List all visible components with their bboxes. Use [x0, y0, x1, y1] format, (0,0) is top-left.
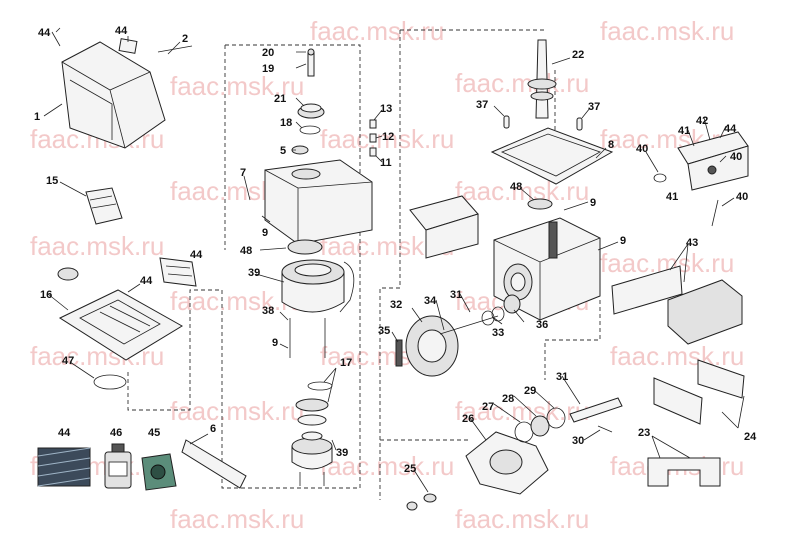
part-mesh [37, 447, 91, 487]
label-44: 44 [58, 427, 71, 439]
label-24: 24 [744, 431, 757, 443]
label-26: 26 [462, 413, 474, 425]
label-7: 7 [240, 167, 246, 179]
label-38: 38 [262, 305, 274, 317]
label-17: 17 [340, 357, 352, 369]
label-29: 29 [524, 385, 536, 397]
label-43: 43 [686, 237, 698, 249]
part-bracket-bar [181, 439, 247, 489]
label-22: 22 [572, 49, 584, 61]
part-labels: 44 44 2 1 15 44 44 16 47 44 46 45 6 20 1… [34, 25, 757, 475]
watermark: faac.msk.ru [30, 231, 164, 261]
watermark: faac.msk.ru [170, 504, 304, 534]
label-37: 37 [476, 99, 488, 111]
label-28: 28 [502, 393, 514, 405]
part-oil-bottle [104, 443, 132, 489]
label-27: 27 [482, 401, 494, 413]
part-board [85, 187, 123, 225]
label-21: 21 [274, 93, 286, 105]
label-9: 9 [262, 227, 268, 239]
label-34: 34 [424, 295, 437, 307]
watermark: faac.msk.ru [170, 396, 304, 426]
watermark: faac.msk.ru [455, 176, 589, 206]
label-20: 20 [262, 47, 274, 59]
label-40: 40 [736, 191, 748, 203]
label-44: 44 [724, 123, 737, 135]
label-16: 16 [40, 289, 52, 301]
label-41: 41 [678, 125, 690, 137]
watermark: faac.msk.ru [320, 124, 454, 154]
label-11: 11 [380, 157, 392, 169]
part-cover [61, 41, 166, 149]
part-center-column [264, 48, 377, 486]
part-grease-pack [141, 453, 177, 491]
label-44: 44 [140, 275, 153, 287]
label-37: 37 [588, 101, 600, 113]
part-connector [159, 257, 197, 287]
label-12: 12 [382, 131, 394, 143]
label-48: 48 [240, 245, 252, 257]
label-44: 44 [38, 27, 51, 39]
label-39: 39 [336, 447, 348, 459]
watermark: faac.msk.ru [610, 341, 744, 371]
part-gasket-ring [93, 374, 127, 390]
label-31: 31 [556, 371, 568, 383]
part-plate [118, 38, 138, 54]
label-40: 40 [730, 151, 742, 163]
label-33: 33 [492, 327, 504, 339]
label-25: 25 [404, 463, 416, 475]
label-36: 36 [536, 319, 548, 331]
label-35: 35 [378, 325, 390, 337]
label-46: 46 [110, 427, 122, 439]
label-5: 5 [280, 145, 286, 157]
label-40: 40 [636, 143, 648, 155]
label-19: 19 [262, 63, 274, 75]
watermark: faac.msk.ru [455, 396, 589, 426]
label-39: 39 [248, 267, 260, 279]
label-45: 45 [148, 427, 160, 439]
watermark: faac.msk.ru [170, 71, 304, 101]
label-30: 30 [572, 435, 584, 447]
watermark: faac.msk.ru [600, 16, 734, 46]
label-18: 18 [280, 117, 292, 129]
label-2: 2 [182, 33, 188, 45]
label-32: 32 [390, 299, 402, 311]
part-cap [57, 267, 79, 281]
label-1: 1 [34, 111, 40, 123]
label-44: 44 [115, 25, 128, 37]
label-9: 9 [272, 337, 278, 349]
label-31: 31 [450, 289, 462, 301]
label-6: 6 [210, 423, 216, 435]
watermarks: faac.msk.ru faac.msk.ru faac.msk.ru faac… [30, 16, 744, 534]
watermark: faac.msk.ru [455, 68, 589, 98]
label-8: 8 [608, 139, 614, 151]
label-9: 9 [620, 235, 626, 247]
label-42: 42 [696, 115, 708, 127]
label-23: 23 [638, 427, 650, 439]
label-9: 9 [590, 197, 596, 209]
part-gearbox [409, 39, 749, 345]
watermark: faac.msk.ru [320, 451, 454, 481]
watermark: faac.msk.ru [455, 504, 589, 534]
leader-lines [43, 27, 745, 493]
watermark: faac.msk.ru [310, 16, 444, 46]
label-47: 47 [62, 355, 74, 367]
label-41: 41 [666, 191, 678, 203]
label-44: 44 [190, 249, 203, 261]
label-13: 13 [380, 103, 392, 115]
part-gear-train [395, 294, 745, 511]
label-48: 48 [510, 181, 522, 193]
part-rod [157, 45, 193, 53]
label-15: 15 [46, 175, 58, 187]
part-base-plate [58, 289, 183, 361]
